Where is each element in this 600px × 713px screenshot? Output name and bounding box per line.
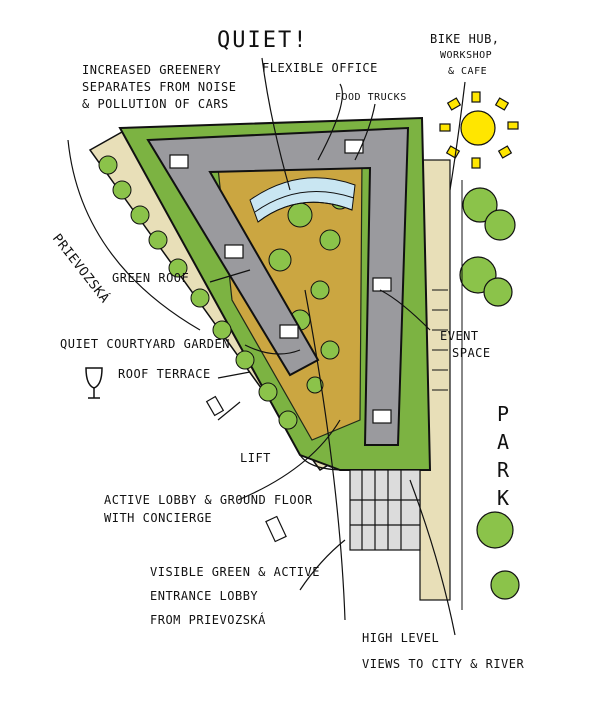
label-views: VIEWS TO CITY & RIVER: [362, 657, 525, 671]
label-visible-green-line2: ENTRANCE LOBBY: [150, 589, 259, 603]
label-green-roof: GREEN ROOF: [112, 271, 190, 285]
label-visible-green-line1: VISIBLE GREEN & ACTIVE: [150, 565, 320, 579]
label-space: SPACE: [452, 346, 491, 360]
label-active-lobby-line1: ACTIVE LOBBY & GROUND FLOOR: [104, 493, 313, 507]
sun-icon: [439, 91, 519, 169]
car-icon: [205, 395, 287, 543]
parking-stripes: [432, 180, 463, 610]
label-high-level: HIGH LEVEL: [362, 631, 440, 645]
label-bike-hub-cafe: & CAFE: [448, 66, 488, 77]
label-greenery-line3: & POLLUTION OF CARS: [82, 97, 229, 111]
label-event: EVENT: [440, 329, 479, 343]
label-food-trucks: FOOD TRUCKS: [335, 92, 407, 103]
courtyard-trees: [268, 190, 350, 394]
label-visible-green-line3: FROM PRIEVOZSKÁ: [150, 613, 266, 627]
label-quiet-courtyard: QUIET COURTYARD GARDEN: [60, 337, 230, 351]
label-bike-hub-workshop: WORKSHOP: [440, 50, 493, 61]
label-greenery-line1: INCREASED GREENERY: [82, 63, 222, 77]
label-bike-hub: BIKE HUB,: [430, 32, 500, 46]
roof-building: [146, 126, 410, 446]
label-park-p: P: [497, 402, 510, 426]
label-active-lobby-line2: WITH CONCIERGE: [104, 511, 213, 525]
label-roof-terrace: ROOF TERRACE: [118, 367, 211, 381]
park-trees: [459, 187, 520, 600]
street-trees: [98, 155, 298, 430]
label-park-k: K: [497, 486, 510, 510]
label-park-a: A: [497, 430, 510, 454]
leader-lines: [67, 57, 466, 636]
label-quiet: QUIET!: [217, 28, 309, 53]
label-flexible-office: FLEXIBLE OFFICE: [262, 61, 378, 75]
glass-atrium: [249, 177, 356, 223]
label-lift: LIFT: [240, 451, 271, 465]
lobby-building: [349, 469, 421, 551]
wine-glass-icon: [85, 367, 103, 399]
label-greenery-line2: SEPARATES FROM NOISE: [82, 80, 237, 94]
label-park-r: R: [497, 458, 510, 482]
